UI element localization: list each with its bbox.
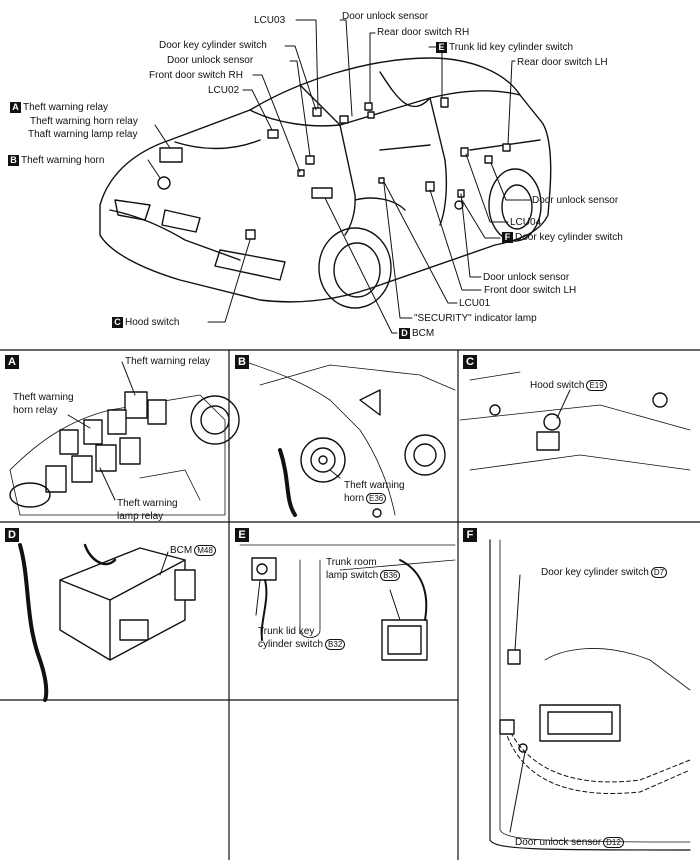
tag-f: F xyxy=(502,232,513,243)
label-text: Hood switch xyxy=(530,380,585,391)
label-front-door-switch-rh: Front door switch RH xyxy=(149,70,243,81)
label-security-indicator-lamp: "SECURITY" indicator lamp xyxy=(414,313,537,324)
label-door-unlock-sensor-top: Door unlock sensor xyxy=(342,11,429,22)
label-front-door-switch-lh: Front door switch LH xyxy=(484,285,577,296)
label-lcu01: LCU01 xyxy=(459,298,491,309)
label-text: lamp switch xyxy=(326,570,379,581)
label-lcu03: LCU03 xyxy=(254,15,286,26)
label-text: horn xyxy=(344,493,365,504)
label-lcu04: LCU04 xyxy=(510,217,542,228)
panel-b-tag: B xyxy=(235,355,249,369)
tag-e: E xyxy=(436,42,447,53)
panel-c-drawing xyxy=(459,371,691,471)
panel-a-horn-relay-line2: horn relay xyxy=(13,405,58,416)
label-door-unlock-sensor-right: Door unlock sensor xyxy=(532,195,619,206)
label-text: Hood switch xyxy=(125,317,180,328)
connector-code: M48 xyxy=(194,545,216,556)
label-door-key-cylinder-switch-left: Door key cylinder switch xyxy=(159,40,267,51)
panel-a-horn-relay-line1: Theft warning xyxy=(13,392,74,403)
connector-code: B36 xyxy=(380,570,401,581)
panel-d-tag: D xyxy=(5,528,19,542)
panel-a-lamp-relay-line2: lamp relay xyxy=(117,511,164,522)
panel-a-tag: A xyxy=(5,355,19,369)
label-rear-door-switch-rh: Rear door switch RH xyxy=(377,27,470,38)
label-thaft-warning-lamp-relay: Thaft warning lamp relay xyxy=(28,129,138,140)
connector-code: E36 xyxy=(366,493,387,504)
tag-a: A xyxy=(10,102,21,113)
label-door-unlock-sensor-lower: Door unlock sensor xyxy=(483,272,570,283)
label-text: BCM xyxy=(170,545,193,556)
panel-e-trunk-lid-line1: Trunk lid key xyxy=(258,626,315,637)
panel-a-drawing xyxy=(9,361,240,516)
label-text: BCM xyxy=(412,328,435,339)
label-text: Theft warning horn xyxy=(21,155,105,166)
label-text: Door key cylinder switch xyxy=(515,232,623,243)
tag-d: D xyxy=(399,328,410,339)
panel-a-lamp-relay-line1: Theft warning xyxy=(117,498,178,509)
panel-d-drawing xyxy=(18,543,196,702)
label-door-unlock-sensor-left: Door unlock sensor xyxy=(167,55,254,66)
label-rear-door-switch-lh: Rear door switch LH xyxy=(517,57,608,68)
component-markers xyxy=(157,97,511,240)
panel-b-drawing xyxy=(239,359,456,518)
label-lcu02: LCU02 xyxy=(208,85,240,96)
panel-e-tag: E xyxy=(235,528,249,542)
panel-a-theft-warning-relay: Theft warning relay xyxy=(125,356,211,367)
panel-f-tag: F xyxy=(463,528,477,542)
label-text: Theft warning relay xyxy=(23,102,109,113)
label-theft-warning-horn-relay: Theft warning horn relay xyxy=(30,116,138,127)
connector-code: B32 xyxy=(325,639,346,650)
connector-code: D7 xyxy=(650,567,668,578)
tag-c: C xyxy=(112,317,123,328)
leader-lines xyxy=(147,19,531,334)
panel-b-horn-line1: Theft warning xyxy=(344,480,405,491)
connector-code: E19 xyxy=(586,380,607,391)
label-text: Door unlock sensor xyxy=(515,837,602,848)
panel-grid xyxy=(0,349,700,860)
label-text: Trunk lid key cylinder switch xyxy=(449,42,574,53)
tag-b: B xyxy=(8,155,19,166)
panel-e-trunk-room-line1: Trunk room xyxy=(326,557,377,568)
label-text: Door key cylinder switch xyxy=(541,567,649,578)
connector-code: D12 xyxy=(603,837,624,848)
label-text: cylinder switch xyxy=(258,639,324,650)
panel-e-drawing xyxy=(239,544,456,661)
panel-f-drawing xyxy=(489,539,691,851)
panel-c-tag: C xyxy=(463,355,477,369)
